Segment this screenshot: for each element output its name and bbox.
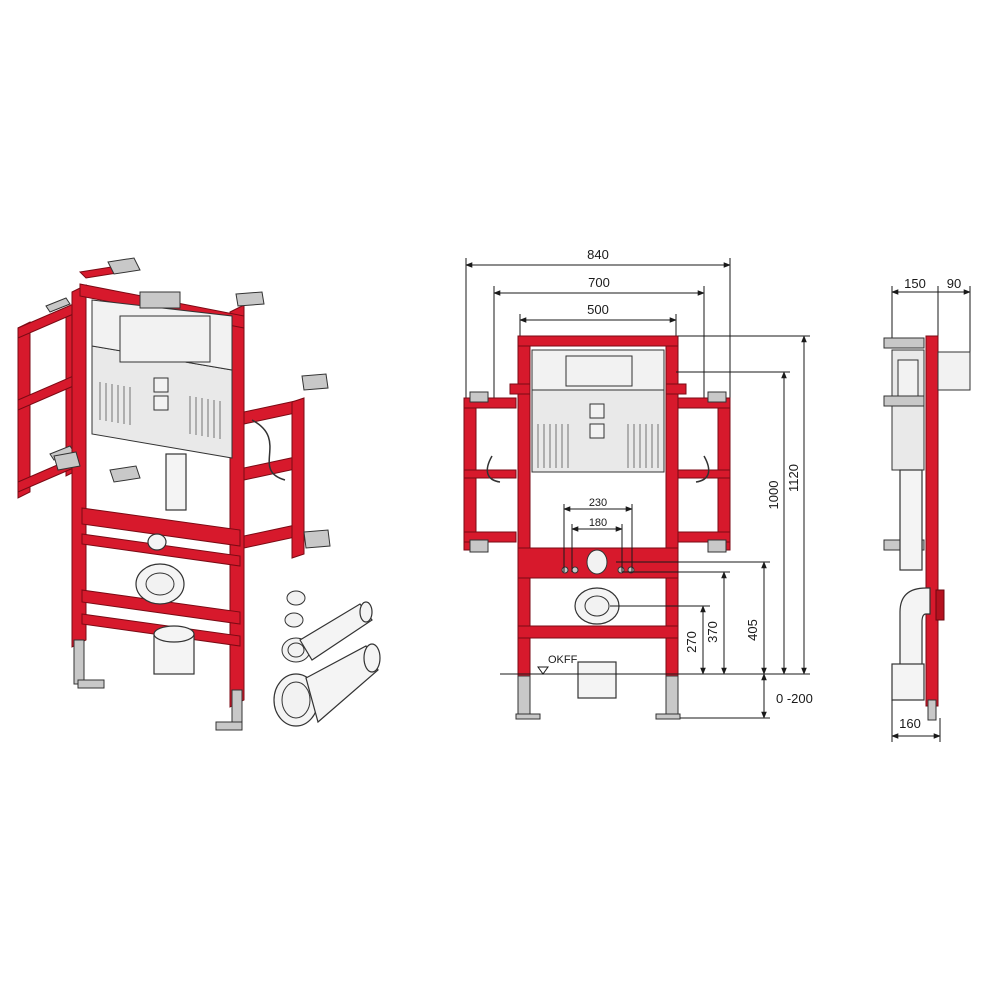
front-cistern	[531, 349, 665, 575]
height-1120: 1120	[786, 464, 801, 492]
side-bottom-160: 160	[899, 716, 921, 731]
front-height-dimensions: 1000 1120 405 370 270 OKFF 0 -200	[500, 335, 813, 719]
front-view: 840 700 500	[463, 247, 813, 720]
iso-cistern	[91, 291, 233, 511]
side-view: 150 90 160	[883, 276, 971, 742]
side-depth-150: 150	[904, 276, 926, 291]
side-bottom-dimension: 160	[891, 700, 941, 742]
flush-spacing-180: 180	[589, 517, 607, 529]
front-drain	[574, 587, 620, 699]
iso-drain-bend	[135, 533, 195, 675]
iso-right-side-frame	[243, 373, 331, 559]
height-1000: 1000	[766, 481, 781, 510]
side-drain-bend	[891, 587, 931, 701]
height-370: 370	[705, 621, 720, 643]
front-flush-pipe-dimensions: 230 180	[563, 497, 633, 572]
front-width-500: 500	[587, 302, 609, 317]
front-width-840: 840	[587, 247, 609, 262]
front-width-700: 700	[588, 275, 610, 290]
floor-level-label: OKFF	[548, 654, 578, 666]
iso-accessories	[273, 590, 381, 727]
side-depth-90: 90	[947, 276, 961, 291]
side-frame	[883, 335, 971, 721]
flush-spacing-230: 230	[589, 497, 607, 509]
leg-adjust-range: 0 -200	[776, 691, 813, 706]
height-270: 270	[684, 631, 699, 653]
height-405: 405	[745, 619, 760, 641]
isometric-view	[17, 257, 381, 731]
